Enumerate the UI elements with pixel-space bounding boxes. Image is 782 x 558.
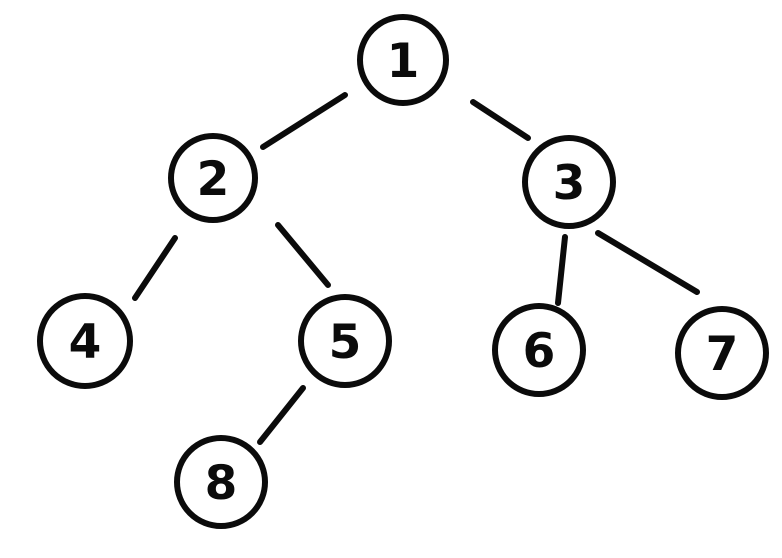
tree-edge-3-7 [595,230,700,295]
tree-edge-2-5 [275,222,331,288]
node-label-6: 6 [523,324,556,379]
node-label-4: 4 [69,315,102,370]
node-circle-8 [174,435,268,529]
tree-node-7: 7 [675,306,769,400]
node-label-8: 8 [205,456,238,511]
tree-edge-3-6 [555,234,568,306]
tree-edge-1-3 [470,99,531,141]
node-circle-2 [168,133,258,223]
tree-node-8: 8 [174,435,268,529]
edges-layer [132,92,700,445]
node-label-2: 2 [197,152,230,207]
tree-edge-1-2 [260,92,348,150]
node-circle-3 [522,135,616,229]
tree-node-4: 4 [37,293,133,389]
tree-edge-5-8 [257,385,306,445]
tree-node-1: 1 [357,14,449,106]
node-label-1: 1 [387,34,420,89]
node-circle-5 [298,294,392,388]
node-circle-6 [492,303,586,397]
tree-edge-2-4 [132,235,178,301]
tree-node-2: 2 [168,133,258,223]
node-circle-7 [675,306,769,400]
node-circle-1 [357,14,449,106]
tree-node-6: 6 [492,303,586,397]
node-circle-4 [37,293,133,389]
node-label-3: 3 [553,156,586,211]
node-label-7: 7 [706,327,739,382]
tree-node-3: 3 [522,135,616,229]
tree-node-5: 5 [298,294,392,388]
nodes-layer: 1 2 3 4 5 6 7 8 [37,14,769,529]
node-label-5: 5 [329,315,362,370]
